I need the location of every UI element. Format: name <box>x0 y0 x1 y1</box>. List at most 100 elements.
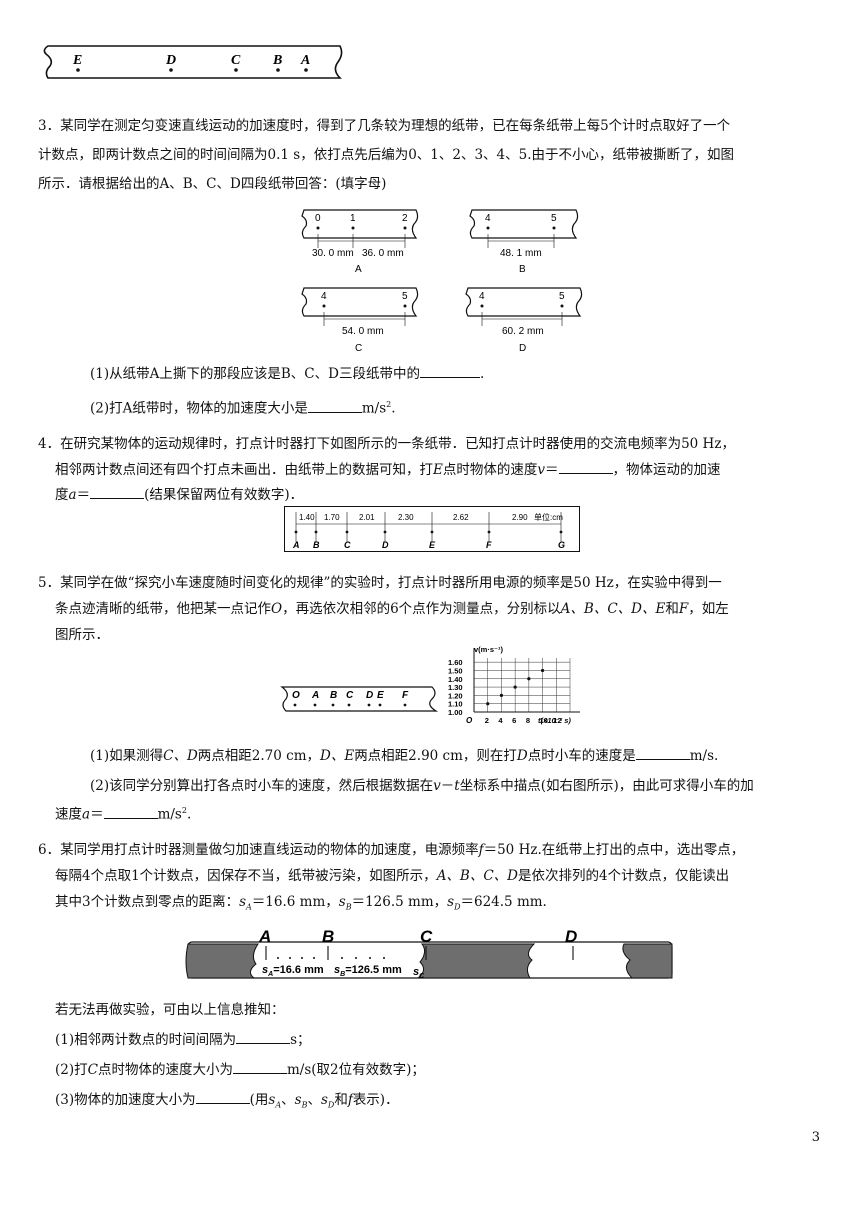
q5-text-line: 图所示． <box>55 627 109 643</box>
q5-sub2b: － <box>440 778 455 794</box>
var-sub-D: D <box>454 902 461 912</box>
q5-tape-label: F <box>402 690 409 701</box>
var-s: s <box>268 1092 276 1108</box>
q5-sub3a: 速度 <box>55 806 82 823</box>
answer-blank[interactable] <box>103 805 158 819</box>
q4-point: D <box>382 540 389 550</box>
answer-blank[interactable] <box>558 460 613 474</box>
q6-sub3d: 表示)． <box>352 1092 399 1108</box>
q6-sub3c: 和 <box>334 1092 348 1108</box>
q5-tape-label: D <box>366 690 373 701</box>
var-s: s <box>239 894 247 910</box>
q4-line3b: ＝ <box>76 487 91 503</box>
separator: 、 <box>307 1092 321 1108</box>
q5-tape-label: O <box>292 690 300 701</box>
q3-tapes-figure: 0 1 2 30. 0 mm 36. 0 mm A 4 5 48. 1 mm B… <box>301 209 583 354</box>
q5-tape-label: B <box>330 690 337 701</box>
q5-sub3: 速度a＝m/s2. <box>55 799 845 827</box>
q5-line2d: ，如左 <box>688 601 729 617</box>
q4-line3a: 度 <box>55 487 69 503</box>
y-tick-label: 1.50 <box>448 666 463 675</box>
q6-text-line: 6．某同学用打点计时器测量做匀加速直线运动的物体的加速度，电源频率f＝50 Hz… <box>38 838 828 862</box>
q6-tape-figure: A B C D sA=16.6 mm sB=126.5 mm sC sD=624… <box>185 927 673 980</box>
q6-sub3a: (3)物体的加速度大小为 <box>55 1092 196 1108</box>
data-point <box>486 702 490 706</box>
tape-c: 4 5 54. 0 mm C <box>301 287 419 354</box>
y-tick-label: 1.60 <box>448 658 463 667</box>
y-tick-label: 1.00 <box>448 708 463 717</box>
top-tape-label: A <box>300 53 310 68</box>
answer-blank[interactable] <box>419 364 480 378</box>
answer-blank[interactable] <box>195 1090 250 1104</box>
q6-tape-label: A <box>258 927 271 946</box>
q4-point: A <box>292 540 300 550</box>
q4-distance: 2.01 <box>359 513 375 522</box>
top-tape-dots <box>76 68 308 72</box>
q3-text-line: 计数点，即两计数点之间的时间间隔为0.1 s，依打点先后编为0、1、2、3、4、… <box>38 147 735 163</box>
q6-line1b: ＝50 Hz.在纸带上打出的点中，选出零点， <box>483 842 745 858</box>
q4-text-line: 度a＝(结果保留两位有效数字)． <box>55 483 845 507</box>
answer-blank[interactable] <box>236 1030 291 1044</box>
q4-distance: 1.70 <box>324 513 340 522</box>
answer-blank[interactable] <box>90 485 145 499</box>
q6-sub2c: m/s(取2位有效数字)； <box>286 1062 425 1078</box>
q4-text-line: 相邻两计数点间还有四个打点未画出．由纸带上的数据可知，打E点时物体的速度v＝，物… <box>55 458 845 482</box>
data-point <box>540 668 545 673</box>
tape-d-tick: 5 <box>559 291 565 302</box>
q6-sub1b: s； <box>290 1032 311 1048</box>
top-tape-label: B <box>272 53 282 68</box>
q5-sub1c: 两点相距2.90 cm，则在打 <box>354 748 517 764</box>
tape-d-tick: 4 <box>479 291 485 302</box>
tape-a-dim: 36. 0 mm <box>362 248 404 259</box>
tape-a-tick: 1 <box>350 213 356 224</box>
q4-line2d: ，物体运动的加速 <box>612 462 721 478</box>
q4-distance: 1.40 <box>299 513 315 522</box>
x-tick-label: 12 <box>553 716 561 725</box>
tape-b-tick: 4 <box>485 213 491 224</box>
q6-line2b: 是依次排列的4个计数点，仅能读出 <box>518 868 730 884</box>
tape-c-tick: 5 <box>402 291 408 302</box>
tape-a-name: A <box>355 264 362 275</box>
var-C: C <box>87 1062 98 1078</box>
q4-tape-figure: 1.40 1.70 2.01 2.30 2.62 2.90 单位:cm A B … <box>284 506 580 552</box>
tape-c-name: C <box>355 343 362 354</box>
answer-blank[interactable] <box>307 399 362 413</box>
q5-tape-label: C <box>346 690 354 701</box>
answer-blank[interactable] <box>232 1060 287 1074</box>
q5-sub1: (1)如果测得C、D两点相距2.70 cm，D、E两点相距2.90 cm，则在打… <box>90 744 860 768</box>
chart-axes <box>473 648 580 713</box>
q6-sub1a: (1)相邻两计数点的时间间隔为 <box>55 1032 237 1048</box>
var-F: F <box>678 601 689 617</box>
q5-sub2: (2)该同学分别算出打各点时小车的速度，然后根据数据在v－t坐标系中描点(如右图… <box>90 774 860 798</box>
var-s: s <box>338 894 346 910</box>
x-tick-label: 4 <box>498 716 503 725</box>
tape-a-tick: 2 <box>402 213 408 224</box>
q5-text-line: 条点迹清晰的纸带，他把某一点记作O，再选依次相邻的6个点作为测量点，分别标以A、… <box>55 597 845 621</box>
top-tape-figure: E D C B A <box>43 45 343 79</box>
var-O: O <box>271 601 283 617</box>
q6-sub2b: 点时物体的速度大小为 <box>97 1062 233 1078</box>
chart-ylabel: v(m·s⁻¹) <box>474 645 503 654</box>
tape-d-dim: 60. 2 mm <box>502 326 544 337</box>
q6-text-line: 其中3个计数点到零点的距离：sA＝16.6 mm，sB＝126.5 mm，sD＝… <box>55 890 845 920</box>
q3-sub2-text: (2)打A纸带时，物体的加速度大小是 <box>90 400 308 417</box>
q4-text-line: 4．在研究某物体的运动规律时，打点计时器打下如图所示的一条纸带．已知打点计时器使… <box>38 436 735 452</box>
data-point <box>513 685 517 689</box>
answer-blank[interactable] <box>635 746 690 760</box>
var-D: D <box>516 748 528 764</box>
q6-sA-val: ＝16.6 mm， <box>251 894 339 910</box>
q6-dim-D: sD=624.5 mm <box>556 964 624 978</box>
q5-sub3b: ＝ <box>90 806 104 823</box>
var-points: A、B、C、D <box>436 868 519 884</box>
q6-sB-val: ＝126.5 mm， <box>351 894 448 910</box>
tape-b-tick: 5 <box>551 213 557 224</box>
vt-chart: v(m·s⁻¹) t(×10⁻² s) O 1.001.101.201.301.… <box>448 645 580 725</box>
tape-c-dim: 54. 0 mm <box>342 326 384 337</box>
q5-sub2c: 坐标系中描点(如右图所示)，由此可求得小车的加 <box>459 778 754 794</box>
q3-sub1-end: . <box>479 366 485 382</box>
tape-a-tick: 0 <box>315 213 321 224</box>
q6-text-line: 每隔4个点取1个计数点，因保存不当，纸带被污染，如图所示，A、B、C、D是依次排… <box>55 864 845 888</box>
var-sub-A: A <box>275 1100 282 1110</box>
var-v: v <box>537 462 545 478</box>
var-points: A、B、C、D、E <box>560 601 666 617</box>
